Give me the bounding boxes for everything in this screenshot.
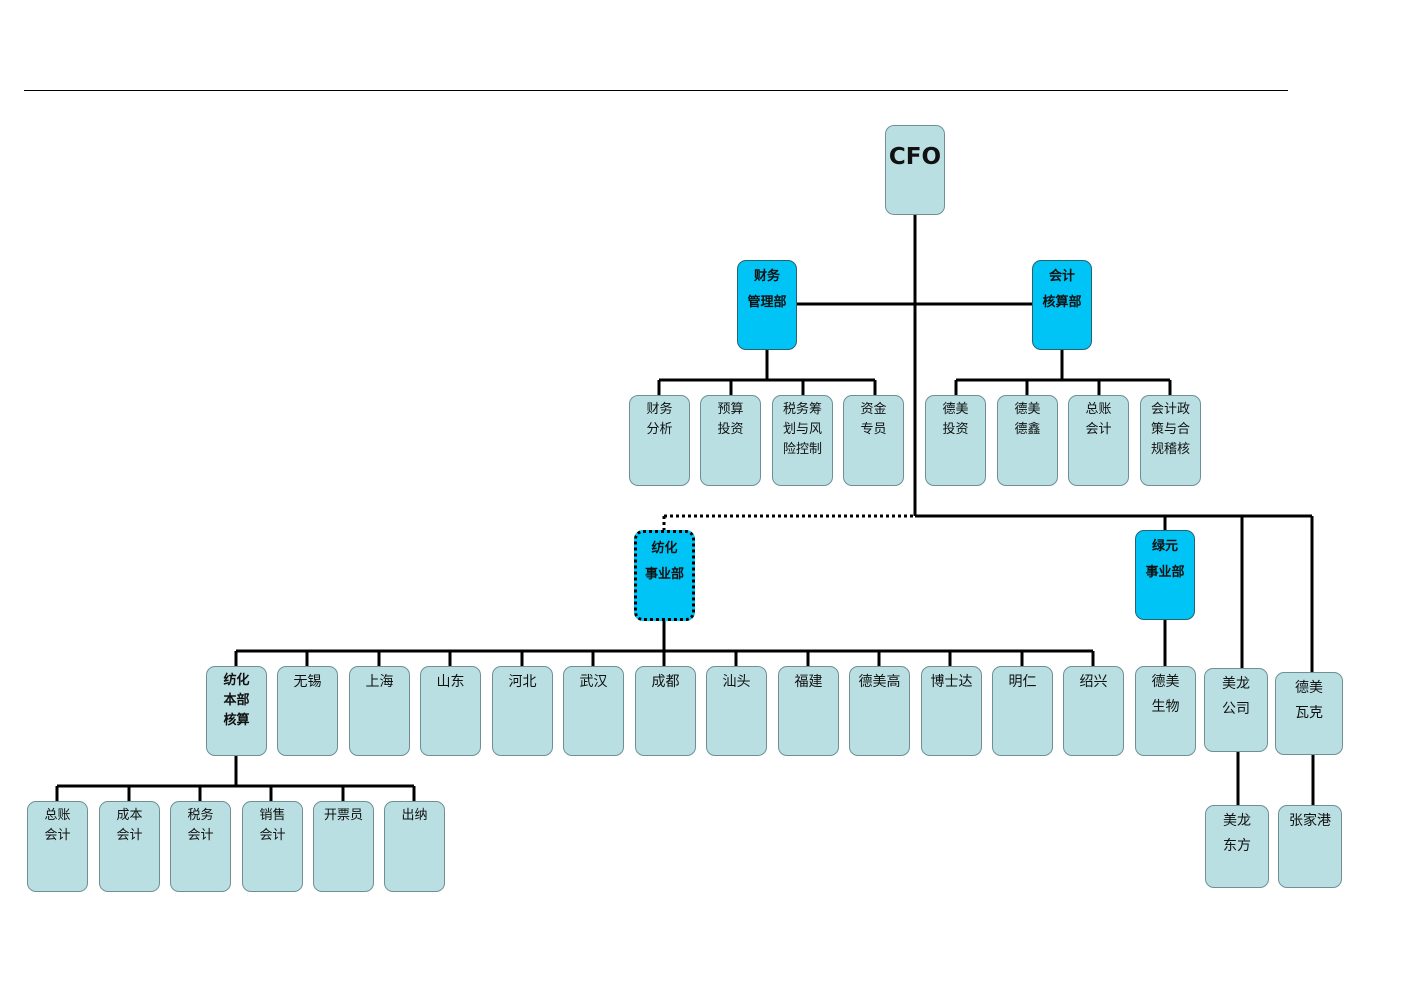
org-node-budget-invest: 预算 投资 bbox=[700, 395, 761, 486]
org-node-invoicer: 开票员 bbox=[313, 801, 374, 892]
org-node-demei-wacker: 德美 瓦克 bbox=[1275, 672, 1343, 755]
org-node-textile: 纺化 事业部 bbox=[634, 530, 695, 621]
org-node-cost-acct: 成本 会计 bbox=[99, 801, 160, 892]
org-node-hebei: 河北 bbox=[492, 666, 553, 756]
org-node-shaoxing: 绍兴 bbox=[1063, 666, 1124, 756]
org-node-treasury: 资金 专员 bbox=[843, 395, 904, 486]
org-node-wuhan: 武汉 bbox=[563, 666, 624, 756]
org-node-boshida: 博士达 bbox=[921, 666, 982, 756]
org-node-meilong-dongfang: 美龙 东方 bbox=[1205, 805, 1269, 888]
org-node-finance-mgmt: 财务 管理部 bbox=[737, 260, 797, 350]
org-node-cfo: CFO bbox=[885, 125, 945, 215]
org-node-demei-dexin: 德美 德鑫 bbox=[997, 395, 1058, 486]
org-node-demei-bio: 德美 生物 bbox=[1135, 666, 1196, 756]
org-node-gl-acct-a: 总账 会计 bbox=[1068, 395, 1129, 486]
org-node-textile-hq: 纺化 本部 核算 bbox=[206, 666, 267, 756]
top-rule bbox=[24, 90, 1288, 91]
org-node-demei-invest: 德美 投资 bbox=[925, 395, 986, 486]
org-node-wuxi: 无锡 bbox=[277, 666, 338, 756]
org-node-shandong: 山东 bbox=[420, 666, 481, 756]
org-node-lvyuan: 绿元 事业部 bbox=[1135, 530, 1195, 620]
org-node-fujian: 福建 bbox=[778, 666, 839, 756]
org-node-demeigao: 德美高 bbox=[849, 666, 910, 756]
org-node-cashier: 出纳 bbox=[384, 801, 445, 892]
org-node-tax-planning: 税务筹 划与风 险控制 bbox=[772, 395, 833, 486]
org-node-meilong: 美龙 公司 bbox=[1204, 668, 1268, 752]
org-node-accounting: 会计 核算部 bbox=[1032, 260, 1092, 350]
org-node-chengdu: 成都 bbox=[635, 666, 696, 756]
org-node-fin-analysis: 财务 分析 bbox=[629, 395, 690, 486]
org-node-gl-acct-b: 总账 会计 bbox=[27, 801, 88, 892]
org-node-zhangjiagang: 张家港 bbox=[1278, 805, 1342, 888]
org-node-shanghai: 上海 bbox=[349, 666, 410, 756]
org-node-sales-acct: 销售 会计 bbox=[242, 801, 303, 892]
org-node-mingren: 明仁 bbox=[992, 666, 1053, 756]
org-node-tax-acct: 税务 会计 bbox=[170, 801, 231, 892]
org-node-shantou: 汕头 bbox=[706, 666, 767, 756]
org-node-policy-compliance: 会计政 策与合 规稽核 bbox=[1140, 395, 1201, 486]
